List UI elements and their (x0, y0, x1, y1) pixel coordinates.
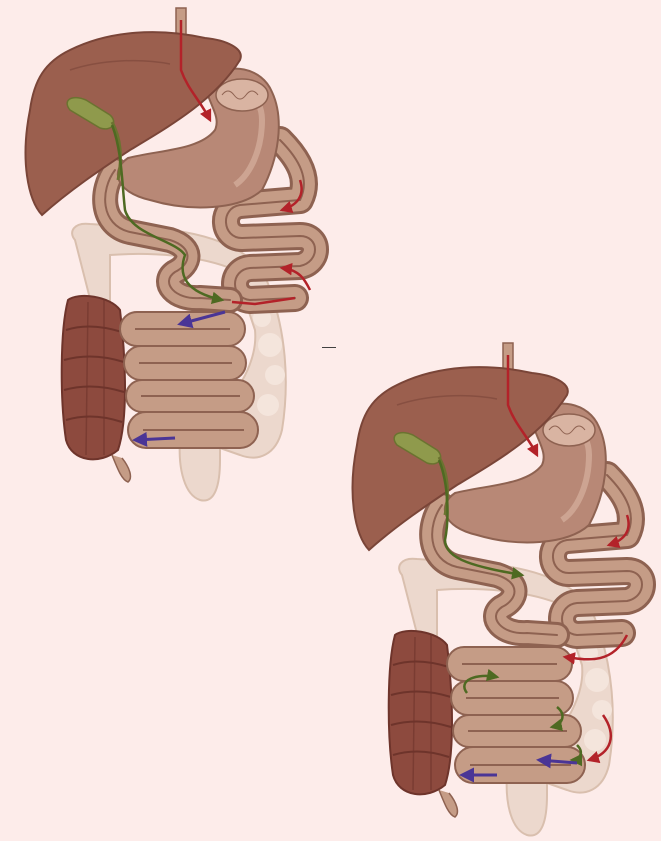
digestive-tract-upper (26, 8, 315, 501)
digestive-tract-lower (353, 343, 642, 836)
center-mark: — (322, 338, 336, 354)
